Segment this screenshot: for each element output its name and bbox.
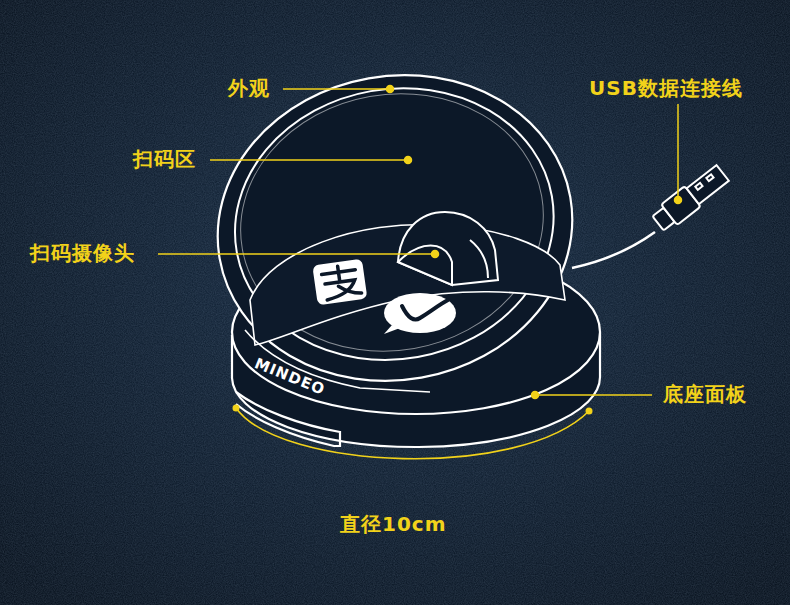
scan-camera — [398, 212, 498, 285]
diameter-arc — [233, 405, 593, 459]
part-label: 外观 — [228, 78, 270, 98]
usb-cable — [572, 232, 655, 268]
part-label: 扫码摄像头 — [30, 243, 135, 263]
usb-plug — [650, 163, 731, 234]
part-label: 底座面板 — [663, 384, 747, 404]
dimension-label: 直径10cm — [340, 514, 447, 534]
ring-housing — [193, 47, 596, 408]
leader-lines — [158, 86, 682, 399]
part-label: USB数据连接线 — [589, 78, 743, 98]
alipay-icon — [312, 259, 367, 306]
part-label: 扫码区 — [133, 149, 196, 169]
wechat-pay-icon — [384, 293, 456, 334]
brand-name: MINDEO — [252, 356, 327, 398]
